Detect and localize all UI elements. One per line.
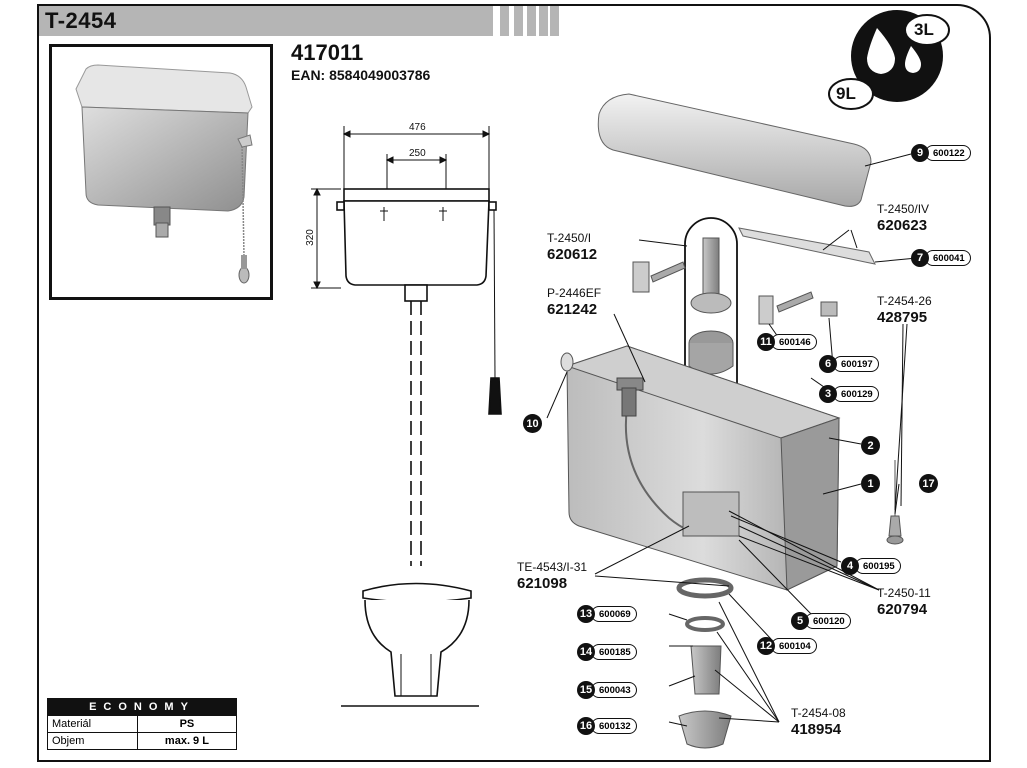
leader-lines (546, 153, 918, 727)
dimension-height: 320 (304, 229, 316, 246)
callout-10: 10 (523, 414, 542, 433)
callout-2: 2 (861, 436, 880, 455)
product-thumbnail (49, 44, 273, 300)
front-view-cistern (336, 188, 502, 566)
spec-table-heading: ECONOMY (47, 698, 237, 716)
ean-code: EAN: 8584049003786 (291, 67, 431, 83)
dimension-width: 476 (409, 122, 426, 133)
spec-value-material: PS (136, 715, 238, 733)
cistern-lid (597, 93, 872, 207)
lower-parts (676, 577, 734, 749)
page-title: T-2454 (45, 8, 117, 33)
spec-value-volume: max. 9 L (136, 732, 238, 750)
product-code: 417011 (291, 40, 364, 65)
badge-3l: 3L (914, 20, 934, 39)
page-frame: T-2454 417011 EAN (37, 4, 991, 762)
toilet-bowl (341, 582, 479, 707)
fixings (560, 261, 904, 545)
technical-drawing (311, 10, 950, 749)
callout-1: 1 (861, 474, 880, 493)
cistern-body (565, 345, 841, 591)
header-stripes (489, 6, 579, 36)
flush-lever (738, 227, 876, 265)
spec-label-material: Materiál (47, 715, 138, 733)
dimension-spacing: 250 (409, 148, 426, 159)
spec-label-volume: Objem (47, 732, 138, 750)
dual-flush-badge (828, 10, 950, 110)
callout-17: 17 (919, 474, 938, 493)
cistern-photo (75, 64, 253, 284)
header-bar: T-2454 (39, 6, 579, 36)
spec-table: ECONOMY Materiál PS Objem max. 9 L (47, 698, 238, 750)
badge-9l: 9L (836, 84, 856, 103)
